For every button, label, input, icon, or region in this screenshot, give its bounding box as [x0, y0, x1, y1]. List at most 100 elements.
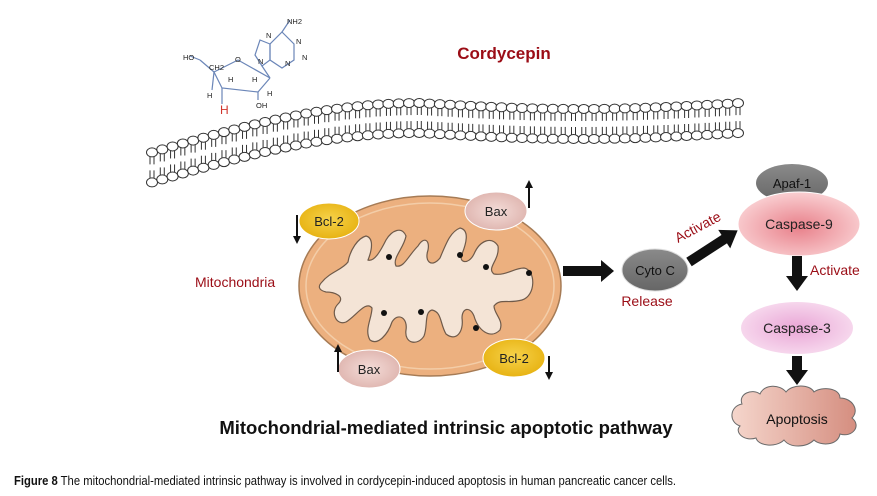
up-arrow-icon	[334, 344, 342, 372]
phospholipid	[146, 147, 158, 188]
phospholipid	[444, 99, 457, 140]
phospholipid	[711, 99, 724, 140]
atom-h: H	[267, 89, 272, 98]
phospholipid	[403, 98, 416, 139]
bax-bottom-node: Bax	[337, 349, 401, 389]
caspase9-label: Caspase-9	[765, 216, 833, 232]
phospholipid	[228, 124, 241, 165]
cell-membrane	[146, 98, 744, 188]
caspase3-label: Caspase-3	[763, 320, 831, 336]
phospholipid	[567, 103, 580, 144]
atom-h-highlight: H	[220, 103, 229, 117]
glycosidic-bond	[261, 65, 271, 79]
phospholipid	[721, 98, 734, 139]
caspase3-shape	[741, 302, 853, 354]
diagram-title: Mitochondrial-mediated intrinsic apoptot…	[219, 417, 673, 438]
phospholipid	[187, 135, 200, 176]
release-label: Release	[621, 293, 673, 309]
phospholipid	[536, 103, 549, 144]
down-arrow-icon	[293, 215, 301, 244]
mitochondrion	[298, 195, 562, 377]
phospholipid	[526, 103, 539, 144]
phospholipid	[732, 98, 744, 139]
atom-n: N	[266, 31, 271, 40]
mito-dot	[483, 264, 489, 270]
phospholipid	[598, 103, 611, 144]
phospholipid	[372, 99, 385, 140]
phospholipid	[505, 102, 518, 143]
h-left-bond	[211, 71, 215, 91]
atom-h: H	[207, 91, 212, 100]
bcl2-top-shape	[298, 202, 360, 240]
phospholipid	[300, 108, 313, 149]
apaf1-label: Apaf-1	[773, 176, 811, 191]
phospholipid	[176, 138, 189, 179]
cordycepin-structure	[189, 19, 295, 104]
furanose-ring	[213, 59, 271, 93]
cyto-c-shape	[621, 248, 689, 292]
atom-o: O	[235, 55, 241, 64]
amine-bond	[281, 19, 291, 33]
ho-bond	[189, 55, 201, 61]
phospholipid	[361, 100, 374, 141]
up-arrow-icon	[525, 180, 533, 208]
bcl2-bottom-label: Bcl-2	[499, 351, 529, 366]
mito-dot	[473, 325, 479, 331]
drug-name: Cordycepin	[457, 44, 551, 63]
phospholipid	[485, 101, 498, 142]
phospholipid	[279, 112, 292, 153]
phospholipid	[217, 127, 230, 168]
phospholipid	[649, 102, 662, 143]
phospholipid	[382, 98, 395, 139]
phospholipid	[166, 141, 179, 182]
phospholipid	[680, 101, 693, 142]
phospholipid	[546, 103, 559, 144]
mito-dots	[381, 252, 532, 331]
purine-five-ring	[254, 39, 271, 67]
phospholipid	[588, 103, 601, 144]
phospholipid	[331, 103, 344, 144]
ch2-bond	[199, 59, 215, 73]
phospholipid	[701, 99, 714, 140]
bax-bottom-label: Bax	[358, 362, 381, 377]
phospholipid	[516, 103, 529, 144]
phospholipid	[197, 132, 210, 173]
phospholipid	[690, 100, 703, 141]
phospholipid	[629, 103, 642, 144]
phospholipid	[557, 103, 570, 144]
phospholipid	[618, 103, 631, 144]
phospholipid	[660, 101, 673, 142]
phospholipid	[608, 103, 621, 144]
atom-ho: HO	[183, 53, 194, 62]
phospholipid	[341, 102, 354, 143]
phospholipid	[259, 116, 272, 157]
phospholipid	[248, 119, 261, 160]
cyto-c-node: Cyto C	[621, 248, 689, 292]
cloud-shape	[731, 385, 857, 447]
down-arrow-icon	[545, 356, 553, 380]
phospholipid	[156, 144, 169, 185]
caption-text: The mitochondrial-mediated intrinsic pat…	[57, 474, 677, 488]
phospholipid	[207, 129, 220, 170]
atom-ch2: CH2	[209, 63, 224, 72]
figure-caption: Figure 8 The mitochondrial-mediated intr…	[14, 474, 676, 488]
atom-n: N	[302, 53, 307, 62]
phospholipid	[495, 102, 508, 143]
mito-dot	[418, 309, 424, 315]
mito-cristae	[318, 227, 534, 343]
atom-n: N	[296, 37, 301, 46]
bax-top-shape	[464, 191, 528, 231]
phospholipid	[464, 100, 477, 141]
arrow-to-cyto-c	[563, 260, 614, 282]
arrow-to-caspase9	[686, 229, 738, 267]
mito-dot	[386, 254, 392, 260]
phospholipid	[310, 106, 323, 147]
mito-dot	[457, 252, 463, 258]
phospholipid	[320, 105, 333, 146]
phospholipid	[670, 101, 683, 142]
phospholipid	[351, 101, 364, 142]
arrow-to-caspase3	[786, 256, 808, 291]
phospholipid	[392, 98, 405, 139]
phospholipid	[433, 99, 446, 140]
atom-h: H	[252, 75, 257, 84]
